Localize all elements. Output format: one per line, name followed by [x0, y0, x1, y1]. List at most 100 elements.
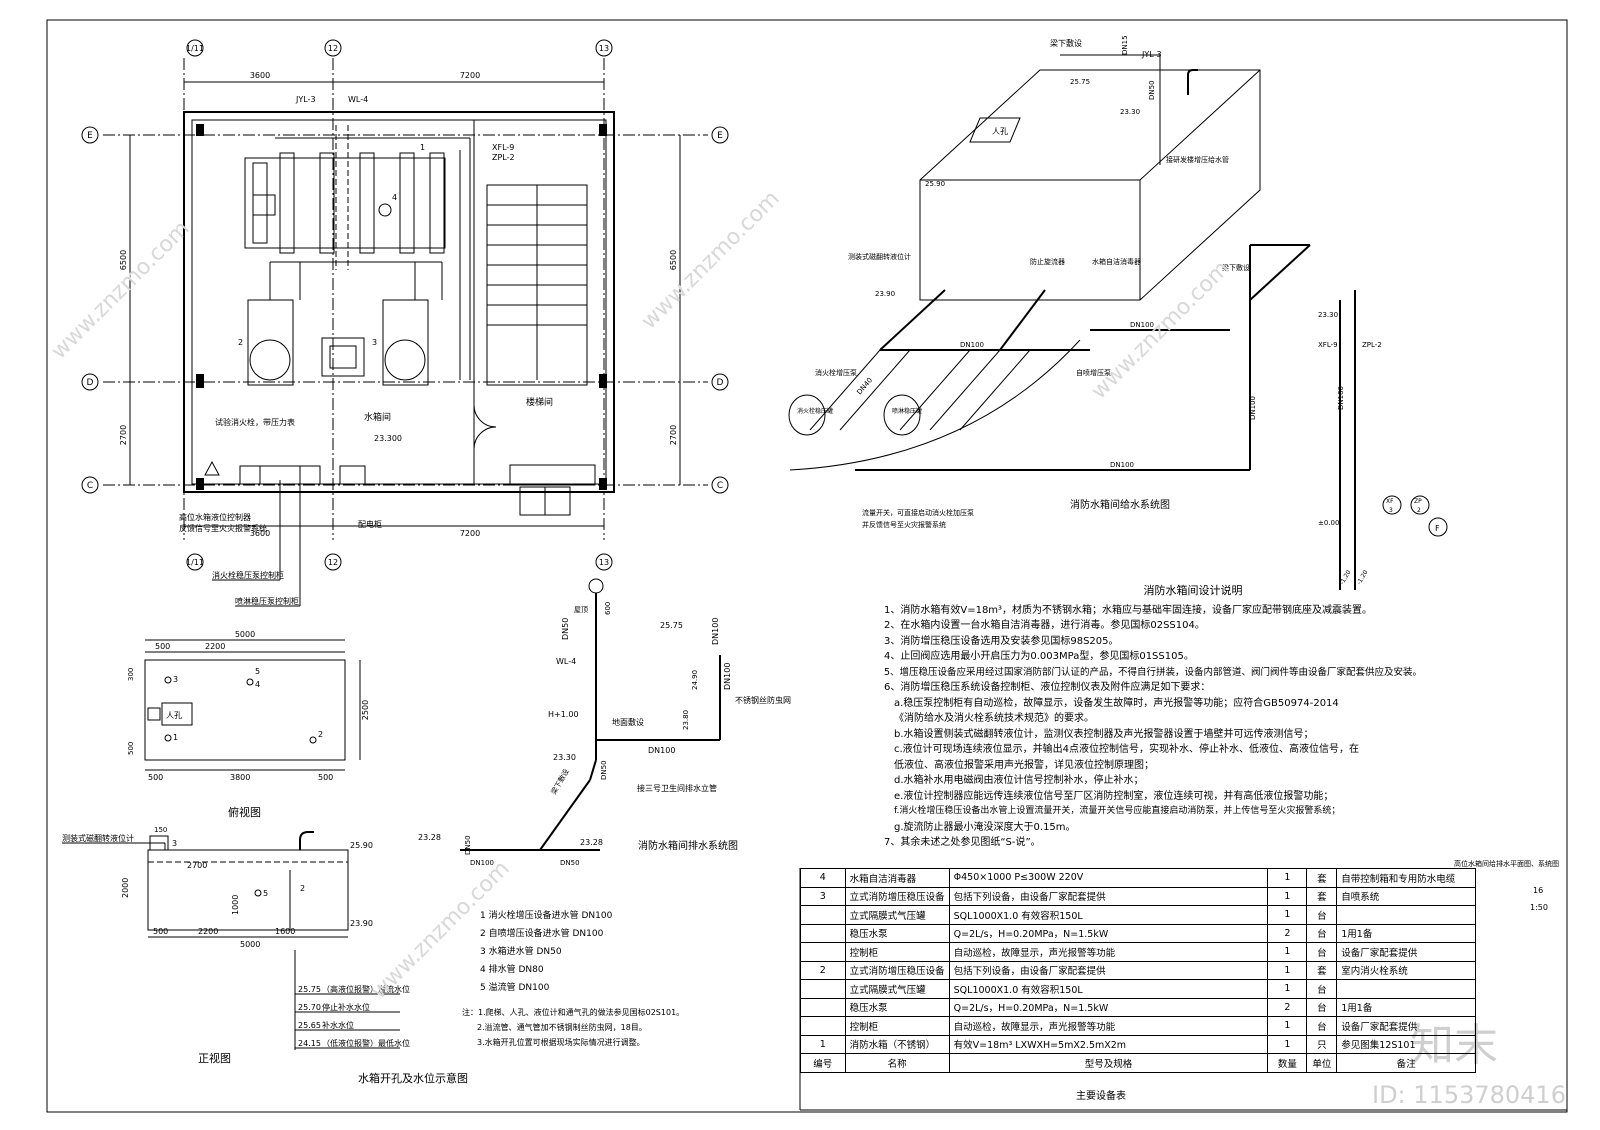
- table-cell: 水箱自洁消毒器: [844, 868, 950, 888]
- hole-mark: 3: [172, 839, 177, 848]
- notes-line: 6、消防增压稳压系统设备控制柜、液位控制仪表及附件应满足如下要求：: [884, 682, 1211, 693]
- notes-line: 4、止回阀应选用最小开启压力为0.003MPa型，参见国标01SS105。: [884, 651, 1194, 662]
- table-cell: 立式隔膜式气压罐: [844, 979, 950, 999]
- hole-mark: 1: [173, 733, 178, 742]
- iso-label: 梁下敷设: [1050, 38, 1082, 48]
- table-cell: 台: [1306, 997, 1338, 1017]
- table-cell: 室内消火栓系统: [1336, 960, 1476, 980]
- table-cell: 4: [800, 868, 846, 888]
- sheet-title: 高位水箱间给排水平面图、系统图: [1454, 859, 1559, 868]
- equip-tag: 1: [420, 143, 425, 152]
- table-cell: 自喷系统: [1336, 886, 1476, 906]
- level-value: 25.75: [298, 985, 321, 994]
- dn-label: DN50: [561, 618, 570, 640]
- table-cell: 1: [1267, 960, 1308, 980]
- callout: 消火栓稳压泵控制柜: [212, 570, 284, 580]
- table-cell: 套: [1306, 886, 1338, 906]
- table-cell: 立式隔膜式气压罐: [844, 905, 950, 925]
- table-cell: [800, 979, 846, 999]
- sheet-scale: 1:50: [1530, 903, 1548, 912]
- level-desc: 停止补水水位: [322, 1002, 370, 1012]
- equip-tag: 3: [372, 338, 377, 347]
- table-header: 备注: [1336, 1053, 1476, 1073]
- table-cell: 自动巡检，故障显示，声光报警等功能: [948, 942, 1269, 962]
- room-label: 水箱间: [364, 411, 391, 423]
- dn-label: DN100: [470, 859, 494, 867]
- axis-label: 12: [328, 558, 338, 567]
- notes-line: 3、消防增压稳压设备选用及安装参见国标98S205。: [884, 635, 1119, 647]
- table-cell: 台: [1306, 979, 1338, 999]
- table-header-row: 编号 名称 型号及规格 数量 单位 备注: [800, 1053, 1476, 1073]
- iso-label: 流量开关，可直接启动消火栓加压泵: [862, 508, 974, 517]
- drain-label: 接三号卫生间排水立管: [637, 783, 717, 793]
- table-cell: 设备厂家配套提供: [1336, 942, 1476, 962]
- dim-label: 2000: [121, 878, 130, 898]
- table-header: 数量: [1267, 1053, 1308, 1073]
- elevation: ±0.00: [1318, 519, 1339, 527]
- level-value: 24.15: [298, 1039, 321, 1048]
- table-cell: 消防水箱（不锈钢）: [844, 1034, 950, 1054]
- drain-label: 地面敷设: [612, 717, 644, 727]
- callout: 反馈信号至火灾报警系统: [179, 523, 267, 533]
- axis-label: E: [717, 131, 723, 141]
- table-cell: 参见图集12S101: [1336, 1034, 1476, 1054]
- dim-label: 2700: [119, 425, 128, 445]
- table-cell: 2: [1267, 997, 1308, 1017]
- notes-line: g.旋流防止器最小淹没深度大于0.15m。: [894, 821, 1076, 833]
- dim-label: 2500: [361, 700, 370, 720]
- axis-label: C: [717, 481, 723, 491]
- table-cell: 3: [800, 886, 846, 906]
- drain-system: 屋顶 600 WL-4 DN50 H+1.00 地面敷设 25.75 DN100…: [418, 578, 791, 867]
- table-cell: [800, 942, 846, 962]
- dn-label: DN100: [648, 746, 675, 755]
- table-cell: 立式消防增压稳压设备: [844, 886, 950, 906]
- table-cell: Φ450×1000 P≤300W 220V: [948, 868, 1269, 888]
- pipe-tag: JYL-3: [295, 95, 316, 104]
- dim-label: 1600: [275, 927, 295, 936]
- table-cell: 台: [1306, 923, 1338, 943]
- dn-label: DN100: [711, 618, 720, 645]
- top-view: 5000 500 2200 500 3800 500 2500 300 500 …: [127, 630, 370, 819]
- legend-item: 1 消火栓增压设备进水管 DN100: [480, 909, 613, 921]
- dim-label: 1000: [231, 895, 240, 915]
- dim-label: 300: [127, 668, 135, 681]
- legend-item: 2 自喷增压设备进水管 DN100: [480, 927, 604, 939]
- level-value: 25.70: [298, 1003, 321, 1012]
- sheet-number: 16: [1533, 886, 1543, 895]
- view-title: 消防水箱间给水系统图: [1070, 498, 1170, 511]
- pipe-tag: WL-4: [348, 95, 368, 104]
- pipe-tag: ZPL-2: [1362, 341, 1382, 349]
- elevation: 23.300: [374, 434, 402, 443]
- elevation: 23.80: [682, 710, 690, 730]
- equip-tag: 2: [238, 338, 243, 347]
- hole-mark: 5: [255, 667, 260, 676]
- elevation: 23.30: [553, 753, 576, 762]
- manhole-label: 人孔: [166, 711, 182, 720]
- table-cell: [1336, 905, 1476, 925]
- dim-label: 500: [148, 773, 163, 782]
- iso-label: 接研发楼增压给水管: [1166, 155, 1229, 164]
- notes-line: b.水箱设置侧装式磁翻转液位计，监测仪表控制器及声光报警器设置于墙壁并可远传液测…: [894, 728, 1314, 740]
- elevation: 23.90: [350, 919, 373, 928]
- dim-label: 3600: [250, 529, 270, 538]
- dim-label: 2200: [205, 642, 225, 651]
- axis-label: F: [1435, 524, 1440, 533]
- table-cell: 包括下列设备，由设备厂家配套提供: [948, 886, 1269, 906]
- dn-label: DN50: [600, 760, 608, 780]
- notes-line: f.消火栓增压稳压设备出水管上设置流量开关，流量开关信号应能直接启动消防泵，并上…: [894, 806, 1341, 816]
- legend-item: 4 排水管 DN80: [480, 963, 544, 975]
- table-cell: 1: [1267, 868, 1308, 888]
- table-cell: [800, 905, 846, 925]
- legend-note: 2.溢流管、通气管加不锈钢制丝防虫网，18目。: [477, 1022, 647, 1032]
- axis-label: 13: [599, 558, 609, 567]
- drain-label: 梁下敷设: [549, 767, 571, 796]
- hole-mark: 2: [318, 730, 323, 739]
- table-cell: [800, 923, 846, 943]
- elevation: 23.28: [580, 838, 603, 847]
- notes-line: 《消防给水及消火栓系统技术规范》的要求。: [894, 713, 1094, 724]
- dn-label: DN100: [1130, 321, 1154, 329]
- table-cell: SQL1000X1.0 有效容积150L: [948, 905, 1269, 925]
- dim-label: 2700: [669, 425, 678, 445]
